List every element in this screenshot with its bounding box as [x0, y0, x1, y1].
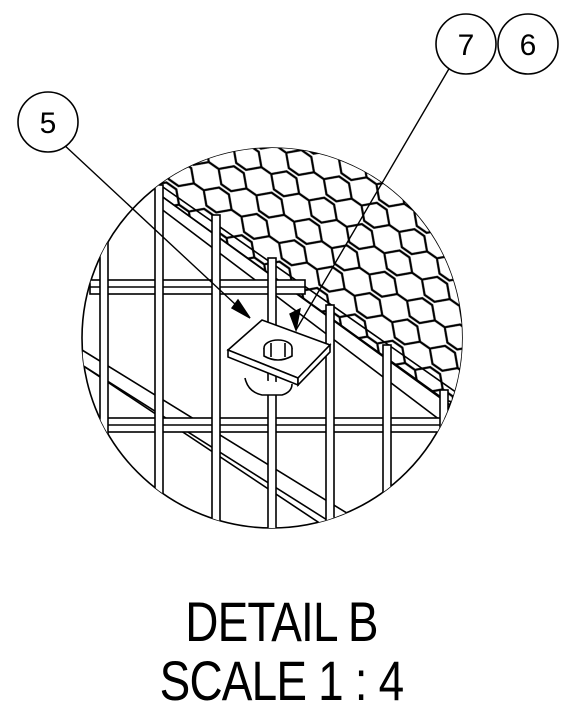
- balloon-7: 7: [435, 13, 497, 75]
- detail-scale: SCALE 1 : 4: [159, 649, 405, 712]
- clamp-assembly: [226, 319, 332, 396]
- leader-lines: [61, 66, 451, 333]
- balloon-6-label: 6: [520, 29, 537, 62]
- mesh-grating: [149, 148, 462, 422]
- mesh-frame-edge: [159, 184, 461, 396]
- detail-title: DETAIL B: [185, 590, 378, 653]
- detail-contents: [82, 148, 462, 528]
- balloon-6: 6: [497, 13, 559, 75]
- mesh-frame-edge: [159, 207, 441, 421]
- mesh-frame-edge: [159, 194, 451, 406]
- support-plate-edge: [82, 364, 336, 526]
- balloon-7-label: 7: [458, 29, 475, 62]
- balloon-5-label: 5: [40, 107, 57, 140]
- balloon-5: 5: [17, 91, 79, 153]
